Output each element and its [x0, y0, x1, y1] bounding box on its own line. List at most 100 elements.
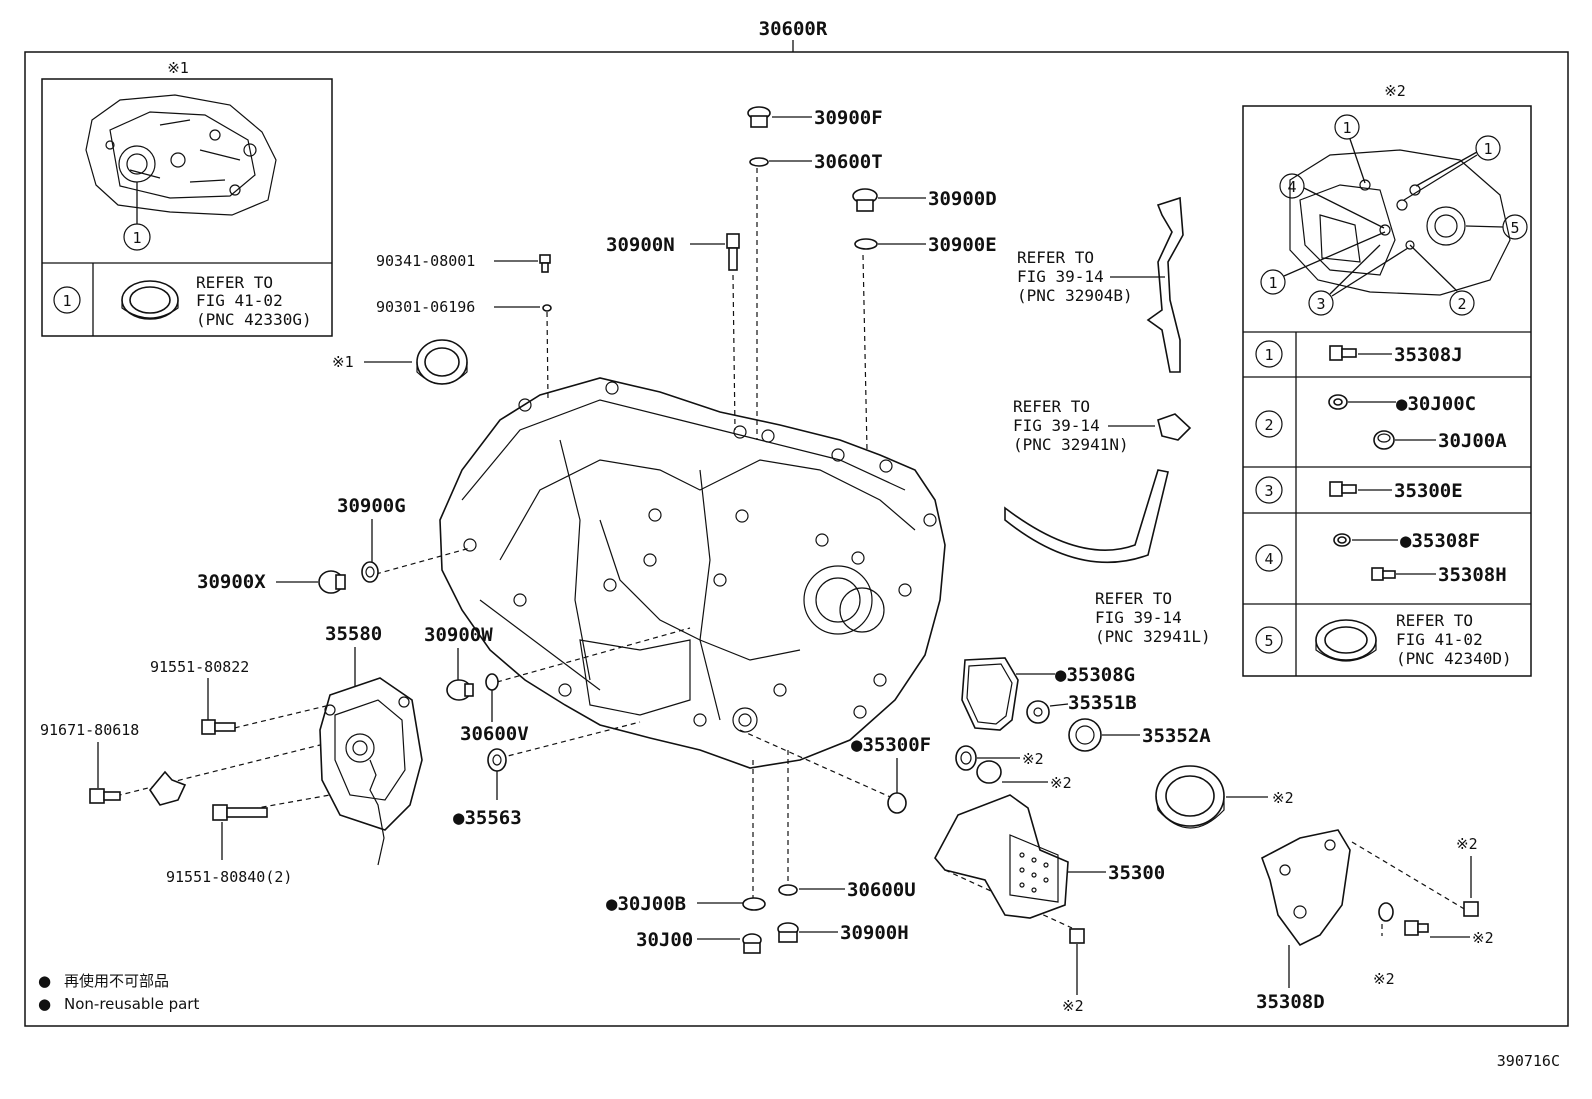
svg-text:※2: ※2 [1050, 774, 1072, 792]
part-35300: 35300 [934, 794, 1165, 919]
diagram-title: 30600R [759, 18, 828, 40]
svg-text:※2: ※2 [1456, 835, 1478, 853]
part-30J00: 30J00 [636, 929, 762, 954]
seal-mark-2a: ※2 ※2 [955, 745, 1072, 792]
svg-text:●35300F: ●35300F [851, 734, 931, 756]
part-number: 30J00A [1438, 430, 1507, 452]
svg-text:91551-80822: 91551-80822 [150, 658, 249, 676]
svg-text:※2: ※2 [1272, 789, 1294, 807]
part-91551-80822: 91551-80822 [150, 658, 249, 735]
inset-2-row-4: 4 ●35308F 35308H [1255, 530, 1507, 586]
legend-text: 再使用不可部品 [64, 972, 169, 990]
legend: ● 再使用不可部品 ● Non-reusable part [38, 972, 199, 1013]
svg-text:30900N: 30900N [606, 234, 675, 256]
part-number: 35308H [1438, 564, 1507, 586]
legend-mark: ● [38, 995, 51, 1013]
refer-32941L: REFER TO FIG 39-14 (PNC 32941L) [1004, 469, 1211, 646]
outer-frame [24, 51, 1569, 1027]
inset-1-callout-num: 1 [132, 229, 141, 247]
inset-1-housing-sketch [85, 94, 277, 224]
refer-32941N: REFER TO FIG 39-14 (PNC 32941N) [1013, 397, 1192, 454]
svg-text:FIG 39-14: FIG 39-14 [1095, 608, 1182, 627]
svg-text:3: 3 [1316, 295, 1325, 313]
inset-1-row-circle [53, 286, 81, 314]
svg-text:30900E: 30900E [928, 234, 997, 256]
part-35300F: ●35300F [851, 734, 931, 814]
inset-1: ※1 1 1 REFER TO FIG 41-02 ( [41, 59, 333, 337]
svg-text:※2: ※2 [1472, 929, 1494, 947]
svg-text:5: 5 [1264, 632, 1273, 650]
inset-2-row-2: 2 ●30J00C 30J00A [1255, 393, 1507, 452]
svg-text:※2: ※2 [1373, 970, 1395, 988]
part-35308G: ●35308G [961, 657, 1135, 731]
inset-1-refer-line: (PNC 42330G) [196, 310, 312, 329]
part-30600V: 30600V [460, 673, 529, 745]
part-91671-80618: 91671-80618 [40, 721, 187, 806]
part-number: ●30J00C [1396, 393, 1476, 415]
svg-text:30900G: 30900G [337, 495, 406, 517]
inset-1-callout-circle [123, 223, 151, 251]
svg-text:1: 1 [1264, 346, 1273, 364]
inset-2: ※2 1 1 4 5 [1242, 82, 1532, 677]
part-30900G: 30900G [337, 495, 406, 583]
svg-text:※1: ※1 [332, 353, 354, 371]
svg-text:30900X: 30900X [197, 571, 266, 593]
part-30900W: 30900W [424, 624, 493, 701]
svg-text:30900F: 30900F [814, 107, 883, 129]
inset-2-mark: ※2 [1384, 82, 1406, 100]
svg-text:35352A: 35352A [1142, 725, 1211, 747]
inset-2-row-5: 5 REFER TO FIG 41-02 (PNC 42340D) [1255, 611, 1512, 668]
inset-2-row-3: 3 35300E [1255, 476, 1463, 504]
svg-text:90301-06196: 90301-06196 [376, 298, 475, 316]
part-91551-80840: 91551-80840(2) [166, 804, 292, 886]
svg-text:30600U: 30600U [847, 879, 916, 901]
part-35308D: 35308D [1256, 829, 1351, 1013]
svg-text:(PNC 32941N): (PNC 32941N) [1013, 435, 1129, 454]
svg-text:●30J00B: ●30J00B [606, 893, 686, 915]
svg-text:35300: 35300 [1108, 862, 1165, 884]
washer-mark-2: ※2 [1373, 902, 1395, 988]
bolt-mark-2a: ※2 [1062, 928, 1085, 1015]
svg-text:4: 4 [1287, 178, 1296, 196]
svg-text:91671-80618: 91671-80618 [40, 721, 139, 739]
svg-text:4: 4 [1264, 550, 1273, 568]
svg-text:35580: 35580 [325, 623, 382, 645]
part-30J00B: ●30J00B [606, 893, 766, 915]
part-number: 35300E [1394, 480, 1463, 502]
legend-text: Non-reusable part [64, 995, 199, 1013]
part-90301-06196: 90301-06196 [376, 298, 552, 316]
inset-2-callouts: 1 1 4 5 1 3 2 [1260, 114, 1528, 316]
part-30900D: 30900D [852, 188, 997, 212]
bolt-icon [1329, 345, 1357, 361]
svg-text:(PNC 42340D): (PNC 42340D) [1396, 649, 1512, 668]
part-number: ●35308F [1400, 530, 1480, 552]
figure-code: 390716C [1497, 1052, 1560, 1070]
washer-icon [1328, 394, 1348, 410]
transaxle-housing [439, 377, 946, 769]
svg-text:(PNC 32941L): (PNC 32941L) [1095, 627, 1211, 646]
inset-1-mark: ※1 [167, 59, 189, 77]
svg-text:1: 1 [1268, 274, 1277, 292]
svg-text:30900H: 30900H [840, 922, 909, 944]
svg-text:35308D: 35308D [1256, 991, 1325, 1013]
svg-text:91551-80840(2): 91551-80840(2) [166, 868, 292, 886]
svg-text:1: 1 [1483, 140, 1492, 158]
part-number: 35308J [1394, 344, 1463, 366]
oil-seal-mark-1: ※1 [332, 339, 468, 385]
part-35352A: 35352A [1068, 718, 1211, 752]
part-35563: ●35563 [453, 748, 522, 829]
svg-text:2: 2 [1457, 295, 1466, 313]
svg-text:30600T: 30600T [814, 151, 883, 173]
svg-text:2: 2 [1264, 416, 1273, 434]
svg-text:30900D: 30900D [928, 188, 997, 210]
svg-text:30J00: 30J00 [636, 929, 693, 951]
assembly-lines [107, 168, 1467, 936]
svg-text:FIG 39-14: FIG 39-14 [1017, 267, 1104, 286]
part-30600T: 30600T [749, 151, 883, 173]
inset-1-refer-line: REFER TO [196, 273, 273, 292]
svg-text:3: 3 [1264, 482, 1273, 500]
part-30900F: 30900F [747, 106, 883, 129]
svg-text:FIG 39-14: FIG 39-14 [1013, 416, 1100, 435]
inset-2-housing-sketch [1289, 149, 1511, 296]
bolt-icon [1329, 481, 1357, 497]
